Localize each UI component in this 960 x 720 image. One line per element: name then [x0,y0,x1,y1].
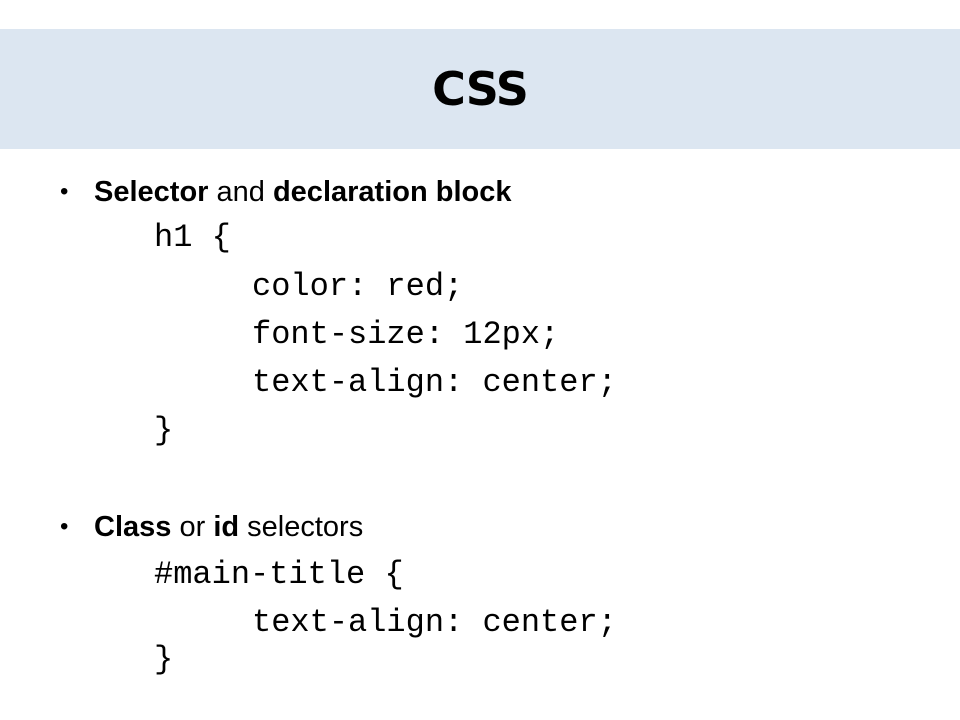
code-line-h1-close: } [154,412,174,449]
code-line-color: color: red; [252,268,464,305]
code-line-main-title-text-align: text-align: center; [252,604,617,641]
connector-or: or [179,510,206,543]
code-line-main-title-close: } [154,641,174,678]
code-line-font-size: font-size: 12px; [252,316,560,353]
bullet-dot-icon: • [60,178,69,205]
bullet-dot-icon: • [60,513,69,540]
code-line-h1-open: h1 { [154,219,231,256]
term-class: Class [94,510,172,543]
slide-title: CSS [432,62,529,116]
term-selectors: selectors [247,510,364,543]
term-declaration-block: declaration block [272,175,512,208]
term-selector: Selector [94,175,209,208]
code-line-main-title-open: #main-title { [154,556,404,593]
title-band: CSS [0,29,960,149]
connector-and: and [216,175,265,208]
bullet-item-class-id: • Class or id selectors [60,507,363,547]
code-line-text-align: text-align: center; [252,364,617,401]
term-id: id [213,510,240,543]
bullet-item-selector: • Selector and declaration block [60,172,511,212]
